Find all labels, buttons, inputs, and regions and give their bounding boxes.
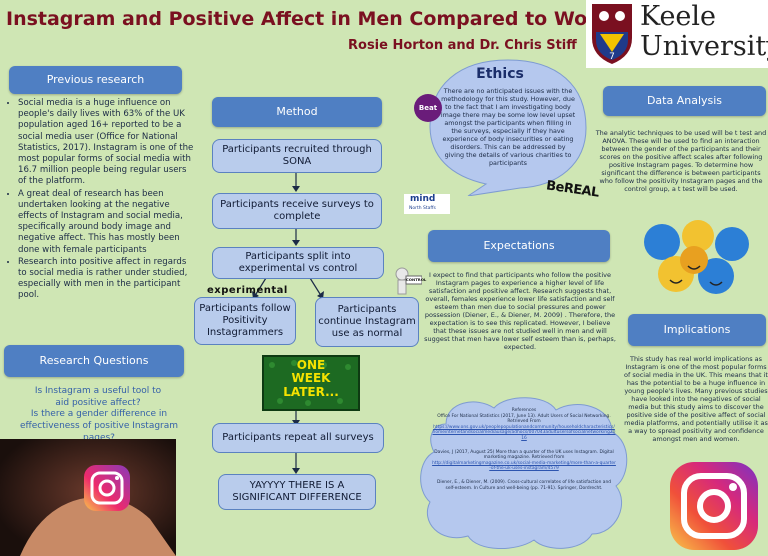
reference-1: Office For National Statistics (2017, Ju… <box>437 413 611 425</box>
flow-step-result: YAYYYY THERE IS A SIGNIFICANT DIFFERENCE <box>218 474 376 510</box>
expectations-text: I expect to find that participants who f… <box>424 271 616 351</box>
previous-research-heading: Previous research <box>9 66 182 94</box>
keele-crest-icon: 7 <box>592 4 632 64</box>
references-cloud <box>420 397 628 550</box>
list-item: Research into positive affect in regards… <box>18 257 194 302</box>
ethics-bubble <box>429 59 587 196</box>
poster-authors: Rosie Horton and Dr. Chris Stiff <box>348 38 577 53</box>
poster-title: Instagram and Positive Affect in Men Com… <box>6 8 634 30</box>
reference-2-link[interactable]: http://digitalmarketingmagazine.co.uk/so… <box>432 460 616 472</box>
beat-logo: Beat <box>414 94 442 122</box>
list-item: A great deal of research has been undert… <box>18 189 194 256</box>
method-heading: Method <box>212 97 382 127</box>
data-analysis-text: The analytic techniques to be used will … <box>595 129 767 193</box>
references-heading: References <box>511 408 537 413</box>
instagram-phone-photo <box>0 439 176 556</box>
control-figure-icon <box>395 267 422 295</box>
hand-phone-icon <box>0 439 176 556</box>
svg-text:7: 7 <box>609 52 615 62</box>
week-later-line1: ONE <box>296 358 326 372</box>
dots-pattern-icon <box>269 360 351 406</box>
flow-step-repeat: Participants repeat all surveys <box>212 423 384 453</box>
logo-keele: Keele <box>640 1 717 32</box>
reference-3: Diener, E., & Diener, M. (2009). Cross-c… <box>436 479 612 491</box>
list-item: Social media is a huge influence on peop… <box>18 98 194 188</box>
ethics-text: There are no anticipated issues with the… <box>440 87 576 167</box>
week-later-line2: WEEK <box>291 371 331 385</box>
flow-step-control: Participants continue Instagram use as n… <box>315 297 419 347</box>
reference-2: Davies, J (2017, August 25) More than a … <box>434 449 614 461</box>
research-question-2: Is there a gender difference in effectiv… <box>19 409 179 443</box>
instagram-logo-icon <box>670 462 758 550</box>
logo-university: University <box>640 31 768 62</box>
data-analysis-heading: Data Analysis <box>603 86 766 116</box>
previous-research-list: Social media is a huge influence on peop… <box>6 98 194 303</box>
mind-logo-sub: North Staffs <box>409 206 436 211</box>
control-label: CONTROL <box>406 277 427 282</box>
research-questions-heading: Research Questions <box>4 345 184 377</box>
mind-logo: mind North Staffs <box>404 194 450 214</box>
flow-step-recruit: Participants recruited through SONA <box>212 139 382 173</box>
flow-step-split: Participants split into experimental vs … <box>212 247 384 279</box>
expectations-heading: Expectations <box>428 230 610 262</box>
flow-step-positivity: Participants follow Positivity Instagram… <box>194 297 296 345</box>
experimental-label: experimental <box>207 285 288 296</box>
reference-1-link[interactable]: https://www.ons.gov.uk/peoplepopulationa… <box>432 424 616 441</box>
mind-logo-text: mind <box>410 194 436 204</box>
week-later-line3: LATER... <box>283 385 339 399</box>
research-question-1: Is Instagram a useful tool to aid positi… <box>34 386 162 408</box>
implications-text: This study has real world implications a… <box>624 355 768 443</box>
bereal-logo: BeREAL <box>545 178 600 201</box>
control-figure: CONTROL <box>392 266 426 300</box>
one-week-later-banner: ONE WEEK LATER... <box>262 355 360 411</box>
keele-logo: 7 Keele University <box>586 0 768 68</box>
beat-logo-text: Beat <box>418 104 438 112</box>
smiley-balls-image <box>644 220 749 294</box>
implications-heading: Implications <box>628 314 766 346</box>
ethics-heading: Ethics <box>476 66 524 82</box>
references-block: References Office For National Statistic… <box>432 408 616 491</box>
flow-step-surveys: Participants receive surveys to complete <box>212 193 382 229</box>
